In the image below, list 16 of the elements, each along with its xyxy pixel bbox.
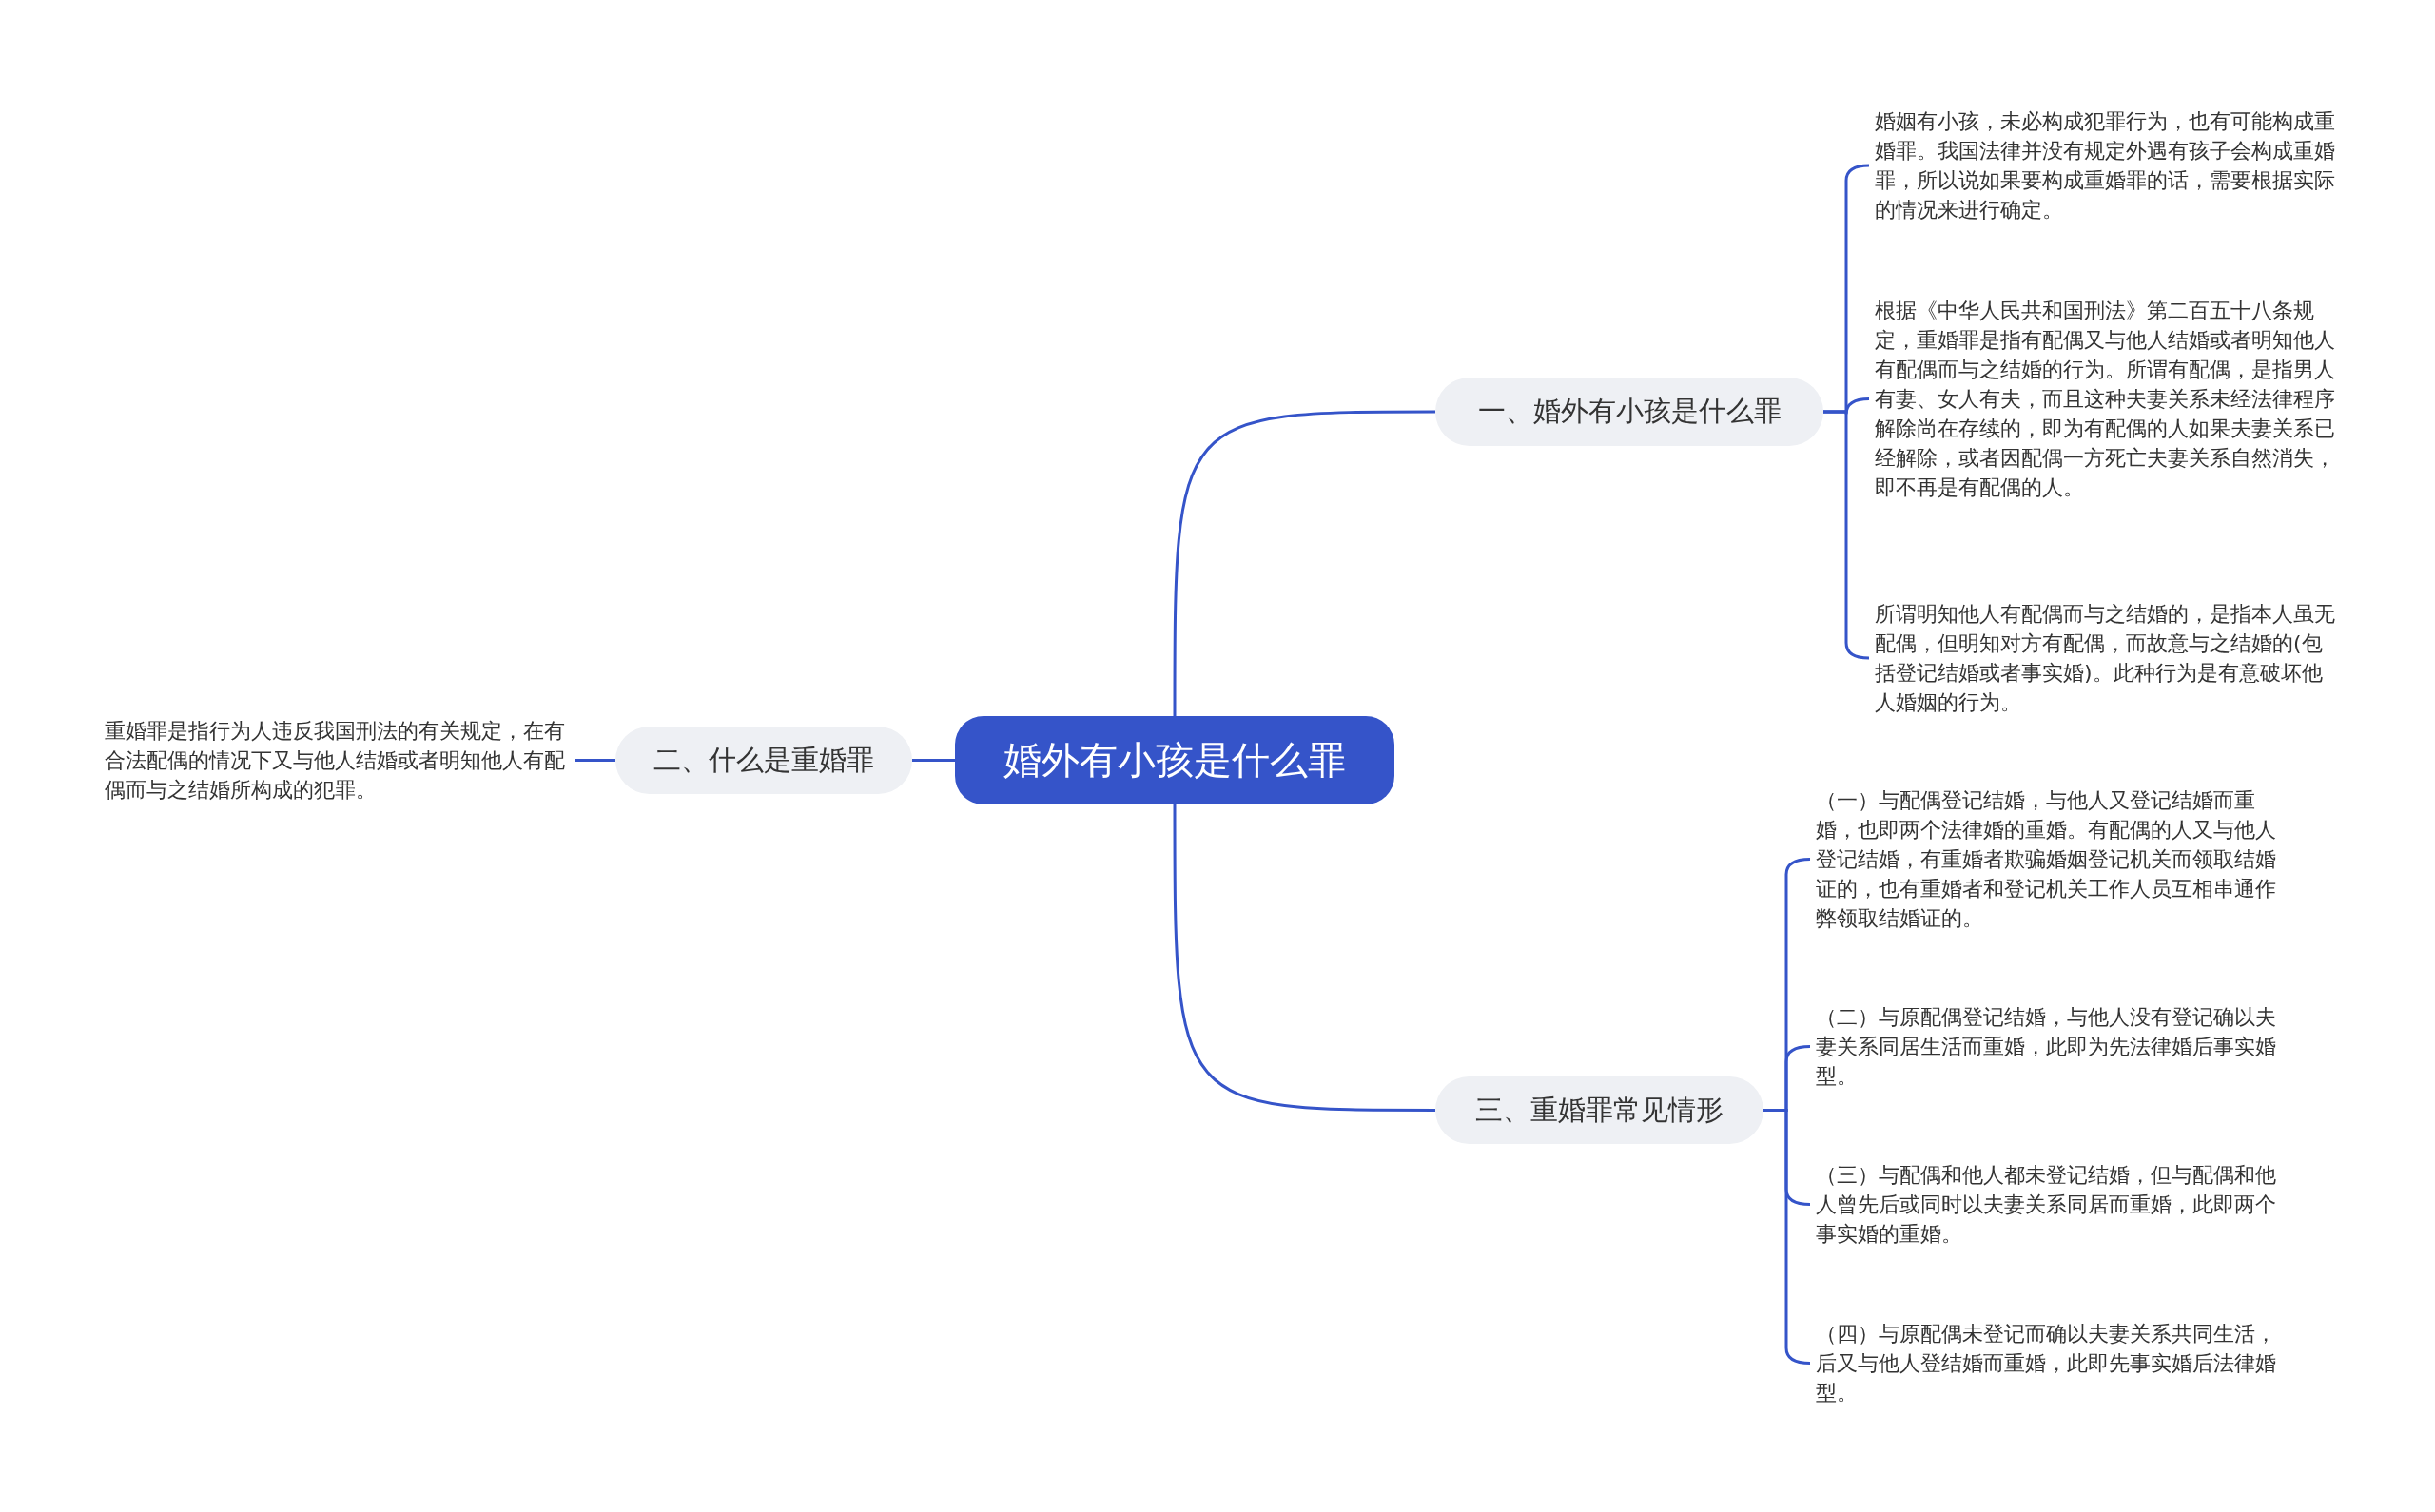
- note-text: 所谓明知他人有配偶而与之结婚的，是指本人虽无配偶，但明知对方有配偶，而故意与之结婚的(包括登记结婚或者事实婚)。此种行为是有意破坏他人婚姻的行为。: [1875, 599, 2337, 717]
- note-text: （三）与配偶和他人都未登记结婚，但与配偶和他人曾先后或同时以夫妻关系同居而重婚，此即两个事实婚的重婚。: [1816, 1160, 2278, 1249]
- connector-line: [912, 759, 955, 762]
- note-text: （四）与原配偶未登记而确以夫妻关系共同生活，后又与他人登结婚而重婚，此即先事实婚后法律婚型。: [1816, 1319, 2278, 1407]
- note-text: （一）与配偶登记结婚，与他人又登记结婚而重婚，也即两个法律婚的重婚。有配偶的人又与他人登记结婚，有重婚者欺骗婚姻登记机关而领取结婚证的，也有重婚者和登记机关工作人员互相串通作弊领取结婚证的。: [1816, 785, 2278, 933]
- note-text: 根据《中华人民共和国刑法》第二百五十八条规定，重婚罪是指有配偶又与他人结婚或者明知他人有配偶而与之结婚的行为。所谓有配偶，是指男人有妻、女人有夫，而且这种夫妻关系未经法律程序解除尚在存续的，即为有配偶的人如果夫妻关系已经解除，或者因配偶一方死亡夫妻关系自然消失，即不再是有配偶的人。: [1875, 296, 2337, 502]
- central-topic: 婚外有小孩是什么罪: [955, 716, 1394, 804]
- topic-box: 二、什么是重婚罪: [615, 727, 912, 794]
- connector-line: [1173, 410, 1435, 716]
- note-text: 婚姻有小孩，未必构成犯罪行为，也有可能构成重婚罪。我国法律并没有规定外遇有孩子会构成重婚罪，所以说如果要构成重婚罪的话，需要根据实际的情况来进行确定。: [1875, 107, 2337, 224]
- connector-line: [1173, 804, 1435, 1112]
- topic-box: 三、重婚罪常见情形: [1435, 1076, 1763, 1144]
- connector-line: [575, 759, 615, 762]
- note-text: （二）与原配偶登记结婚，与他人没有登记确以夫妻关系同居生活而重婚，此即为先法律婚后事实婚型。: [1816, 1002, 2278, 1091]
- note-text: 重婚罪是指行为人违反我国刑法的有关规定，在有合法配偶的情况下又与他人结婚或者明知他人有配偶而与之结婚所构成的犯罪。: [105, 716, 571, 804]
- topic-box: 一、婚外有小孩是什么罪: [1435, 378, 1823, 446]
